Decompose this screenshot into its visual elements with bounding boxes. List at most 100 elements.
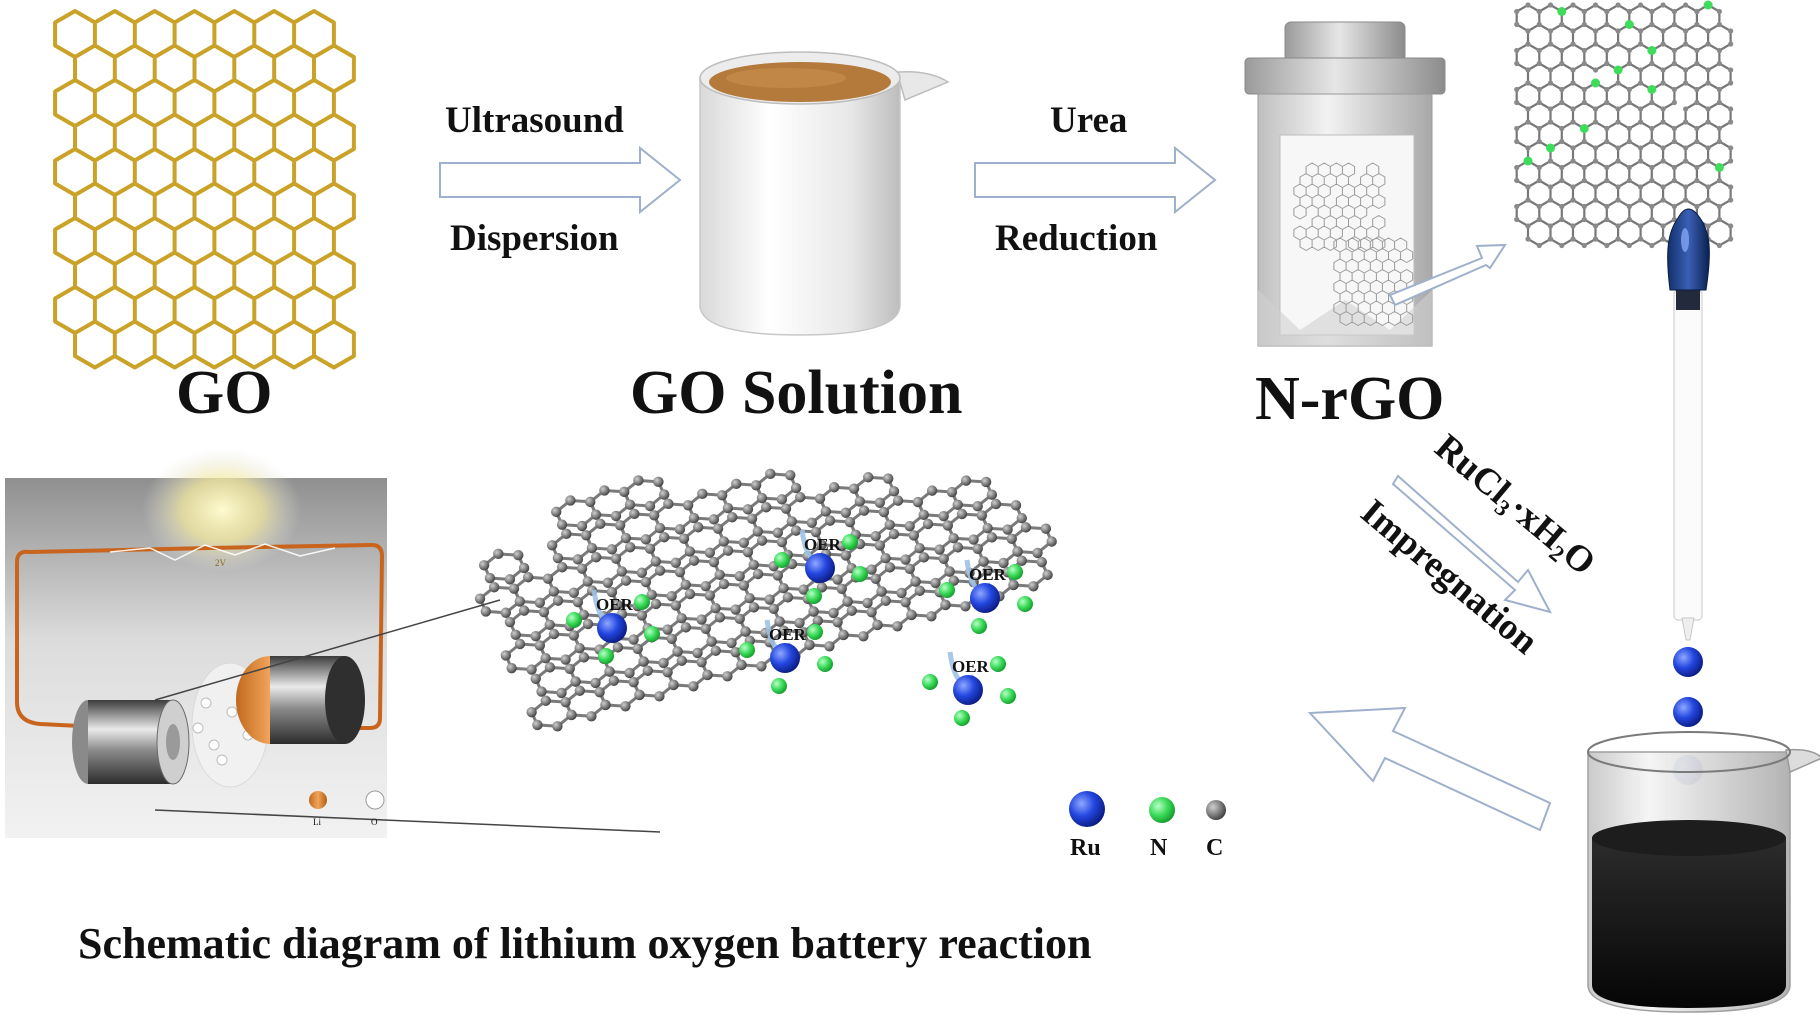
carbon-atom bbox=[572, 554, 584, 565]
carbon-atom bbox=[688, 681, 699, 692]
carbon-atom bbox=[556, 687, 567, 699]
n-rgo-atom bbox=[1570, 80, 1576, 86]
carbon-atom bbox=[586, 542, 598, 554]
carbon-atom bbox=[594, 686, 605, 698]
n-rgo-atom bbox=[1536, 164, 1542, 171]
carbon-atom bbox=[1028, 581, 1039, 592]
carbon-atom bbox=[710, 645, 721, 656]
carbon-atom bbox=[612, 642, 624, 653]
carbon-atom bbox=[906, 609, 917, 621]
n-rgo-atom bbox=[1525, 106, 1531, 112]
n-atom bbox=[739, 642, 755, 658]
carbon-atom bbox=[542, 573, 554, 584]
n-rgo-atom bbox=[1581, 8, 1587, 15]
carbon-atom bbox=[504, 616, 516, 628]
carbon-atom bbox=[676, 655, 687, 666]
carbon-atom bbox=[1020, 522, 1032, 533]
carbon-atom bbox=[926, 611, 937, 622]
carbon-atom bbox=[808, 606, 819, 617]
carbon-atom bbox=[828, 607, 839, 619]
carbon-atom bbox=[532, 719, 543, 731]
carbon-atom bbox=[518, 562, 530, 574]
carbon-atom bbox=[534, 640, 546, 651]
carbon-atom bbox=[644, 500, 656, 512]
carbon-atom bbox=[1010, 500, 1022, 511]
carbon-atom bbox=[526, 706, 537, 718]
carbon-atom bbox=[692, 647, 703, 659]
carbon-atom bbox=[862, 597, 873, 609]
carbon-atom bbox=[654, 691, 665, 702]
n-rgo-atom bbox=[1581, 177, 1587, 184]
carbon-atom bbox=[514, 638, 526, 650]
carbon-atom bbox=[628, 634, 639, 645]
n-rgo-atom bbox=[1637, 158, 1644, 164]
n-rgo-atom bbox=[1547, 223, 1554, 229]
n-rgo-atom bbox=[1728, 223, 1734, 229]
n-rgo-atom bbox=[1559, 242, 1565, 249]
n-rgo-atom bbox=[1559, 86, 1565, 93]
carbon-atom bbox=[624, 667, 635, 679]
carbon-atom bbox=[776, 494, 788, 505]
carbon-atom bbox=[576, 563, 588, 574]
n-rgo-atom bbox=[1581, 138, 1587, 145]
n-rgo-atom bbox=[1514, 8, 1520, 15]
n-rgo-atom bbox=[1649, 138, 1655, 145]
n-rgo-atom bbox=[1592, 145, 1599, 151]
n-rgo-atom bbox=[1615, 119, 1621, 125]
carbon-atom bbox=[878, 506, 890, 518]
carbon-atom bbox=[982, 565, 993, 576]
carbon-atom bbox=[599, 485, 610, 496]
n-rgo-atom bbox=[1570, 197, 1576, 203]
n-rgo-atom bbox=[1671, 21, 1677, 28]
ru-atom bbox=[805, 553, 835, 583]
n-rgo-atom bbox=[1705, 223, 1711, 229]
n-rgo-atom bbox=[1626, 60, 1632, 67]
carbon-atom bbox=[734, 570, 745, 582]
n-rgo-atom bbox=[1536, 86, 1542, 93]
n-rgo-atom bbox=[1683, 184, 1689, 190]
n-dopant bbox=[1703, 0, 1713, 10]
carbon-atom bbox=[750, 480, 762, 491]
n-rgo-atom bbox=[1660, 223, 1666, 229]
n-rgo-atom bbox=[1694, 177, 1700, 184]
n-rgo-atom bbox=[1716, 8, 1722, 15]
carbon-atom bbox=[904, 563, 915, 574]
carbon-atom bbox=[666, 590, 677, 602]
carbon-atom bbox=[874, 540, 886, 551]
carbon-atom bbox=[790, 482, 802, 494]
carbon-atom bbox=[489, 582, 500, 593]
carbon-atom bbox=[748, 602, 760, 613]
carbon-atom bbox=[742, 546, 754, 558]
carbon-atom bbox=[752, 526, 764, 537]
n-rgo-atom bbox=[1547, 236, 1554, 242]
carbon-atom bbox=[1016, 555, 1027, 566]
carbon-atom bbox=[552, 552, 564, 564]
carbon-atom bbox=[578, 652, 590, 663]
carbon-atom bbox=[574, 642, 585, 654]
carbon-atom bbox=[544, 619, 555, 630]
n-rgo-atom bbox=[1728, 236, 1734, 242]
ru-atom bbox=[770, 643, 800, 673]
n-rgo-atom bbox=[1660, 197, 1666, 203]
n-rgo-atom bbox=[1649, 21, 1655, 28]
carbon-atom bbox=[513, 550, 524, 561]
n-rgo-atom bbox=[1514, 21, 1520, 28]
carbon-atom bbox=[684, 588, 696, 600]
n-rgo-atom bbox=[1547, 106, 1554, 112]
n-rgo-atom bbox=[1649, 203, 1655, 210]
product-n-rgo-label: N-rGO bbox=[1255, 365, 1445, 433]
carbon-atom bbox=[740, 626, 751, 637]
carbon-atom bbox=[730, 646, 741, 658]
n-rgo-atom bbox=[1570, 28, 1576, 34]
n-rgo-atom bbox=[1604, 164, 1610, 171]
n-rgo-atom bbox=[1683, 158, 1689, 164]
n-rgo-atom bbox=[1671, 125, 1677, 132]
carbon-atom bbox=[876, 586, 887, 597]
n-rgo-atom bbox=[1694, 60, 1700, 67]
carbon-atom bbox=[854, 496, 866, 507]
n-rgo-atom bbox=[1671, 86, 1677, 93]
carbon-atom bbox=[918, 552, 930, 563]
carbon-atom bbox=[718, 536, 730, 547]
n-atom bbox=[842, 534, 858, 550]
carbon-atom bbox=[874, 497, 885, 508]
